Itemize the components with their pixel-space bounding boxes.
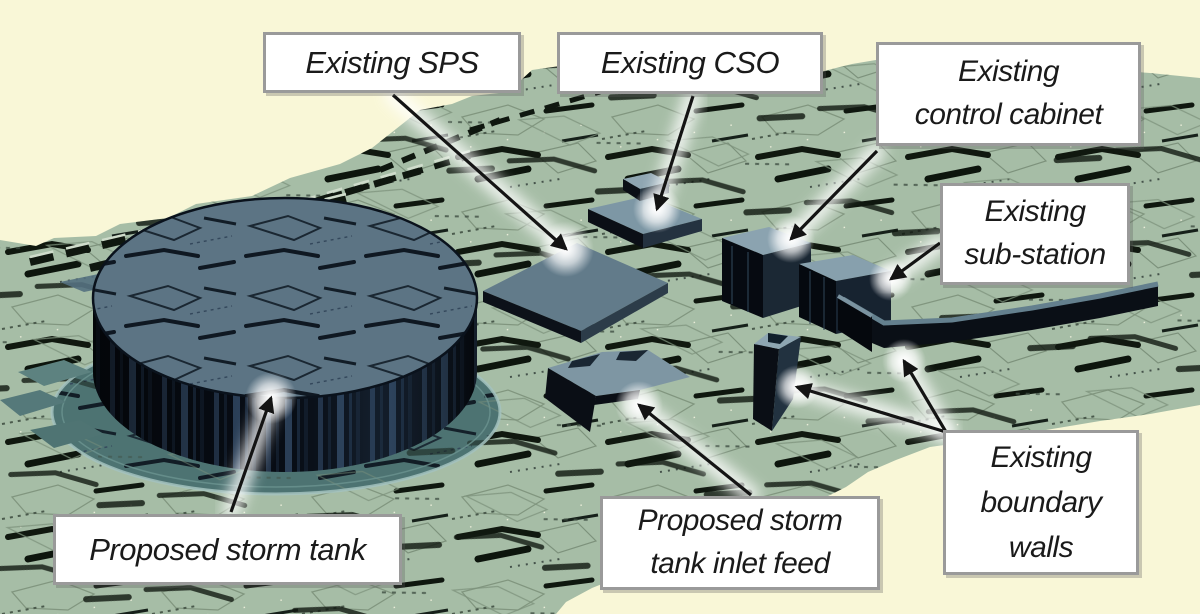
callout-text: boundary (980, 486, 1102, 519)
arrow-existing-sub-station (888, 241, 941, 281)
callout-arrows (229, 93, 948, 513)
arrow-proposed-inlet-feed (637, 403, 753, 497)
callout-text: Existing SPS (305, 44, 479, 80)
callout-text: Existing (984, 195, 1086, 229)
callout-proposed-inlet-feed: Proposed storm tank inlet feed (600, 496, 880, 590)
callout-existing-control-cabinet: Existing control cabinet (876, 42, 1141, 146)
arrow-existing-control-cabinet (789, 149, 879, 241)
proposed-storm-tank-3d (91, 196, 479, 472)
callout-text: control cabinet (914, 98, 1103, 131)
arrow-existing-cso (653, 95, 695, 212)
arrow-boundary-walls-left (794, 383, 947, 434)
arrow-boundary-walls-right (902, 358, 948, 433)
existing-sps-pad-3d (483, 243, 668, 343)
existing-boundary-wall-long-3d (836, 281, 1159, 352)
callout-text: Existing (990, 441, 1092, 474)
callout-text: Proposed storm tank (89, 531, 366, 567)
callout-text: Proposed storm (637, 504, 843, 538)
callout-existing-sub-station: Existing sub-station (940, 183, 1130, 285)
proposed-inlet-feed-3d (545, 350, 690, 432)
callout-existing-boundary-walls: Existing boundary walls (943, 430, 1139, 575)
callout-text: Existing (957, 55, 1060, 89)
callout-text: sub-station (964, 238, 1106, 271)
callout-proposed-storm-tank: Proposed storm tank (53, 514, 402, 585)
callout-text: tank inlet feed (650, 547, 830, 580)
arrow-proposed-storm-tank (229, 395, 275, 513)
callout-existing-cso: Existing CSO (557, 32, 823, 94)
callout-text: walls (1008, 531, 1074, 564)
callout-text: Existing CSO (600, 45, 780, 81)
arrow-existing-sps (391, 93, 568, 251)
callout-existing-sps: Existing SPS (263, 32, 521, 93)
